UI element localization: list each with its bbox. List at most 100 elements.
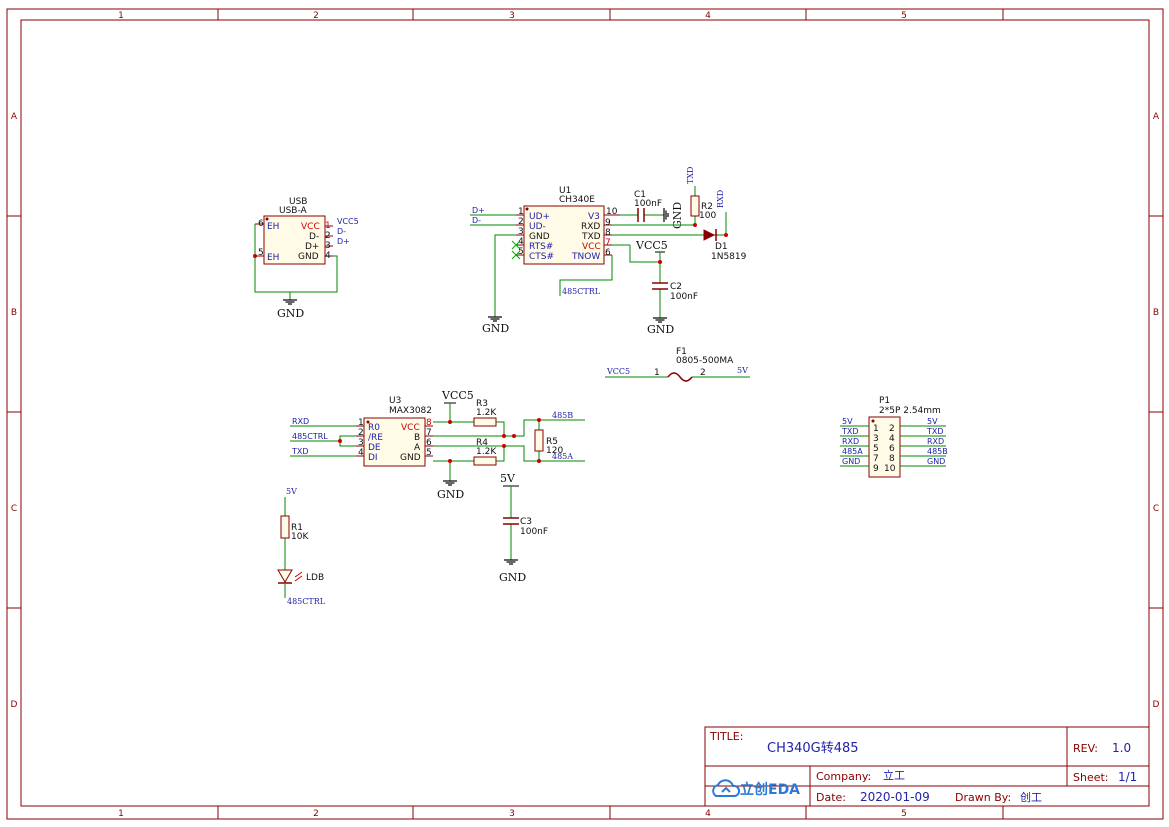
frame-col-1-bottom: 1 (118, 809, 124, 819)
c3-value: 100nF (520, 527, 548, 537)
u1-pin3-name: GND (529, 232, 550, 242)
d1-designator: D1 (715, 242, 728, 252)
date-label: Date: (816, 791, 846, 804)
p1-net-right-8: 485B (927, 447, 948, 456)
usb-pin1-name: VCC (301, 222, 320, 232)
r5-resistor[interactable]: R5 120 (534, 429, 563, 456)
d1-diode[interactable]: D1 1N5819 (703, 229, 747, 262)
p1-header[interactable]: P1 2*5P 2.54mm 1 3 5 7 9 2 4 6 8 10 (840, 396, 948, 478)
r1-vcc-label: 5V (286, 487, 297, 496)
f1-pin2: 2 (700, 368, 706, 378)
r4-value: 1.2K (476, 447, 497, 457)
u1-pin4-name: RTS# (529, 242, 553, 252)
r2-designator: R2 (701, 202, 713, 212)
c3-designator: C3 (520, 517, 532, 527)
usb-pin3-num: 3 (325, 241, 331, 251)
r5-value: 120 (546, 446, 563, 456)
frame-col-4-top: 4 (705, 11, 711, 21)
led-net-485ctrl: 485CTRL (287, 597, 326, 606)
p1-net-left-9: GND (842, 457, 860, 466)
u3-max3082[interactable]: U3 MAX3082 1 R0 2 /RE 3 DE 4 DI VCC 8 B … (290, 389, 474, 501)
r2-net-rxd: RXD (716, 190, 725, 208)
u1-net-485ctrl: 485CTRL (562, 287, 601, 296)
u1-pin2-name: UD- (529, 222, 546, 232)
u1-pin6-num: 6 (605, 248, 611, 258)
u3-pin1-name: R0 (368, 423, 380, 433)
u3-pin5-name: GND (400, 453, 421, 463)
r2-value: 100 (699, 211, 716, 221)
p1-pin6-num: 6 (889, 444, 895, 454)
lceda-logo: 立创EDA (712, 779, 800, 798)
c3-vcc-label: 5V (500, 472, 516, 485)
u3-gnd-label: GND (437, 488, 464, 501)
frame-col-1-top: 1 (118, 11, 124, 21)
usb-net-dplus: D+ (337, 237, 350, 246)
frame-row-a-right: A (1153, 112, 1160, 122)
r1-led-indicator[interactable]: 5V R1 10K LDB 485CTRL (277, 487, 326, 606)
c2-capacitor[interactable]: VCC5 C2 100nF GND (635, 239, 698, 336)
u1-pin10-num: 10 (606, 207, 618, 217)
usb-connector[interactable]: USB USB-A 6 EH 5 EH VCC 1 D- 2 D+ 3 GND … (253, 197, 359, 320)
usb-pin1-num: 1 (325, 221, 331, 231)
c2-gnd-symbol (653, 317, 667, 323)
net-485b: 485B (552, 411, 573, 420)
usb-pin5-num: 5 (258, 248, 264, 258)
frame-col-4-bottom: 4 (705, 809, 711, 819)
frame-col-3-bottom: 3 (509, 809, 515, 819)
p1-value: 2*5P 2.54mm (879, 406, 941, 416)
u1-noconnect-marks (511, 240, 521, 260)
u3-pin2-num: 2 (358, 428, 364, 438)
u1-pin8-num: 8 (605, 228, 611, 238)
frame-row-a-left: A (11, 112, 18, 122)
f1-pin1: 1 (654, 368, 660, 378)
f1-net-in: VCC5 (606, 367, 630, 376)
c3-capacitor[interactable]: 5V C3 100nF GND (499, 472, 548, 584)
frame-row-d-right: D (1153, 700, 1160, 710)
r2-resistor[interactable]: R2 100 TXD RXD (612, 167, 727, 263)
c1-gnd-label: GND (671, 202, 684, 229)
p1-pin5-num: 5 (873, 444, 879, 454)
u3-net-485ctrl: 485CTRL (292, 432, 328, 441)
u1-value: CH340E (559, 195, 595, 205)
title-block: TITLE: CH340G转485 REV: 1.0 立创EDA Company… (704, 726, 1150, 807)
p1-designator: P1 (879, 396, 890, 406)
u3-value: MAX3082 (389, 406, 432, 416)
p1-pin10-num: 10 (884, 464, 896, 474)
u1-pin7-name: VCC (582, 242, 601, 252)
u1-gnd-label: GND (482, 322, 509, 335)
sheet-value: 1/1 (1118, 770, 1137, 784)
f1-fuse[interactable]: F1 0805-500MA 1 2 VCC5 5V (605, 347, 750, 382)
cloud-icon (712, 779, 741, 797)
r1-designator: R1 (291, 523, 303, 533)
net-485a: 485A (552, 452, 573, 461)
r4-resistor[interactable]: R4 1.2K (473, 438, 497, 466)
f1-net-out: 5V (737, 366, 748, 375)
p1-net-left-7: 485A (842, 447, 863, 456)
c1-capacitor[interactable]: C1 100nF GND (620, 190, 684, 229)
c1-gnd-symbol (663, 208, 669, 222)
u1-pin5-name: CTS# (529, 252, 554, 262)
r1-value: 10K (291, 532, 309, 542)
r3-resistor[interactable]: R3 1.2K (473, 399, 497, 427)
frame-row-c-left: C (11, 504, 17, 514)
p1-pin2-num: 2 (889, 424, 895, 434)
p1-net-right-2: 5V (927, 417, 938, 426)
r5-designator: R5 (546, 437, 558, 447)
u1-ch340e[interactable]: U1 CH340E 1 UD+ 2 UD- 3 GND 4 RTS# 5 CTS… (470, 186, 620, 335)
u3-pin8-name: VCC (401, 423, 420, 433)
c3-gnd-symbol (504, 559, 518, 565)
usb-pin6-num: 6 (258, 219, 264, 229)
u3-pin7-name: B (414, 433, 420, 443)
frame-col-2-bottom: 2 (313, 809, 319, 819)
p1-net-right-4: TXD (926, 427, 944, 436)
u1-net-dplus: D+ (472, 206, 485, 215)
frame-col-2-top: 2 (313, 11, 319, 21)
u1-pin8-name: TXD (581, 232, 601, 242)
u1-pin9-name: RXD (581, 222, 600, 232)
usb-net-vcc5: VCC5 (337, 217, 359, 226)
u3-pin6-num: 6 (426, 438, 432, 448)
u3-pin2-name: /RE (368, 433, 383, 443)
c3-gnd-label: GND (499, 571, 526, 584)
u3-net-rxd: RXD (292, 417, 309, 426)
u1-pin5-num: 5 (518, 247, 524, 257)
